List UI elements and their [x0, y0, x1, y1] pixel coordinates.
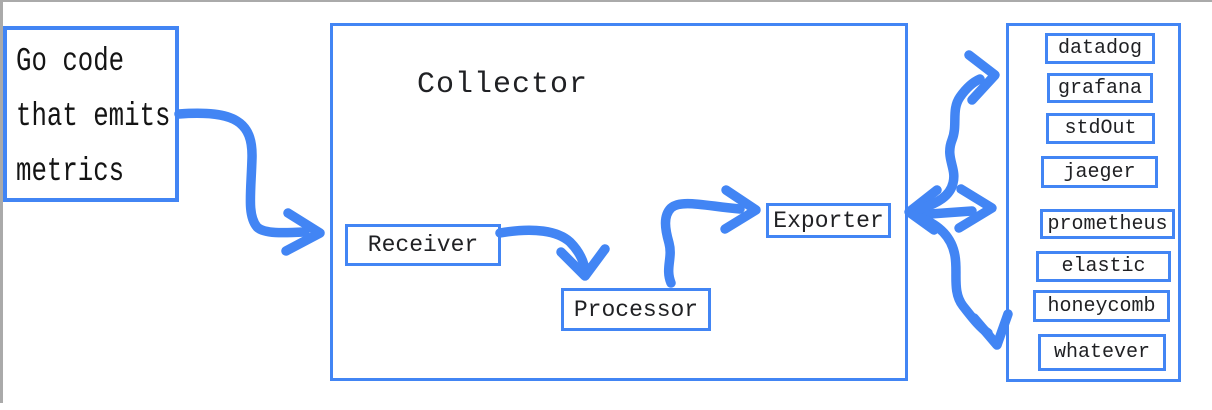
arrow-fan-down — [915, 213, 993, 338]
arrowhead-source-to-collector — [281, 208, 325, 256]
canvas-edge-left — [0, 0, 3, 403]
destination-label: jaeger — [1063, 160, 1136, 184]
destination-grafana: grafana — [1047, 73, 1153, 103]
arrowhead-fan-up — [964, 50, 1000, 105]
destination-elastic: elastic — [1036, 251, 1171, 282]
processor-label: Processor — [573, 296, 699, 323]
source-box: Go code that emits metrics — [3, 26, 179, 202]
destination-jaeger: jaeger — [1041, 156, 1158, 188]
source-text: Go code that emits metrics — [16, 34, 184, 199]
arrow-fan-up — [915, 74, 985, 214]
receiver-label: Receiver — [367, 232, 479, 258]
arrow-source-to-collector — [174, 108, 310, 238]
destination-label: datadog — [1057, 37, 1142, 60]
arrowhead-fan-to-exporter — [904, 185, 942, 235]
processor-box: Processor — [561, 288, 711, 331]
arrowhead-fan-middle — [954, 184, 997, 233]
canvas-edge-top — [0, 0, 1212, 2]
destinations-box: datadog grafana stdOut jaeger prometheus… — [1006, 23, 1181, 382]
exporter-box: Exporter — [766, 203, 891, 238]
collector-box: Collector Receiver Processor Exporter — [330, 23, 908, 381]
exporter-label: Exporter — [773, 207, 884, 234]
destination-prometheus: prometheus — [1040, 209, 1175, 239]
source-line-2: that emits — [16, 98, 171, 135]
destination-whatever: whatever — [1038, 334, 1166, 371]
arrowhead-fan-down — [969, 309, 1013, 350]
destination-label: elastic — [1061, 255, 1146, 278]
source-line-3: metrics — [16, 153, 125, 190]
destination-label: grafana — [1057, 76, 1142, 100]
destination-honeycomb: honeycomb — [1033, 290, 1170, 322]
collector-title: Collector — [417, 68, 589, 102]
destination-label: prometheus — [1047, 212, 1168, 236]
source-line-1: Go code — [16, 43, 125, 80]
destination-label: whatever — [1053, 341, 1150, 364]
destination-stdout: stdOut — [1046, 113, 1155, 144]
destination-datadog: datadog — [1045, 33, 1155, 64]
destination-label: honeycomb — [1047, 294, 1156, 318]
arrow-fan-middle — [911, 206, 977, 220]
receiver-box: Receiver — [345, 224, 501, 266]
destination-label: stdOut — [1064, 117, 1137, 140]
